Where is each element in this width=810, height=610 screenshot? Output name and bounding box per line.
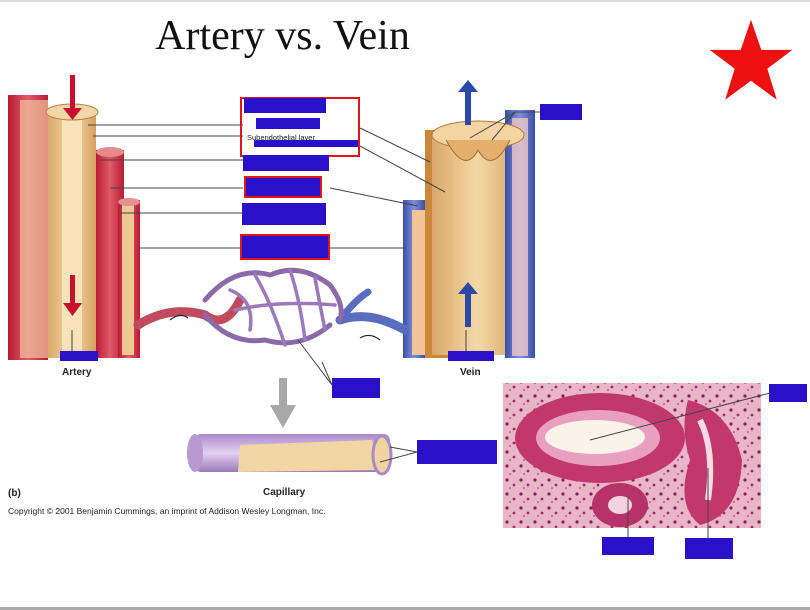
label-box-vein-lumen[interactable] — [448, 351, 494, 361]
vein-label: Vein — [460, 367, 481, 378]
slide-title: Artery vs. Vein — [155, 13, 410, 59]
histology-micrograph — [503, 383, 761, 528]
label-box-6[interactable] — [242, 203, 326, 225]
label-box-valve[interactable] — [540, 104, 582, 120]
label-box-capillary-wall[interactable] — [417, 440, 497, 464]
copyright-text: Copyright © 2001 Benjamin Cummings, an i… — [8, 506, 326, 516]
label-box-micro-3[interactable] — [685, 538, 733, 559]
label-box-artery-lumen[interactable] — [60, 351, 98, 361]
capillary-label: Capillary — [263, 487, 306, 498]
panel-label: (b) — [8, 488, 21, 499]
star-icon — [709, 19, 793, 100]
red-frame-bottom — [240, 234, 330, 260]
label-box-1[interactable] — [244, 98, 326, 113]
leader-lines — [71, 111, 771, 538]
label-box-5[interactable] — [246, 178, 320, 196]
capillary-drawing — [187, 434, 393, 476]
top-border — [0, 0, 810, 2]
label-box-micro-1[interactable] — [769, 384, 807, 402]
bottom-border — [0, 607, 810, 610]
vein-drawing — [403, 80, 535, 358]
capillary-bed — [133, 267, 410, 347]
label-box-7[interactable] — [242, 236, 328, 258]
partial-label-text: Subendothelial layer — [247, 133, 315, 142]
label-box-4[interactable] — [243, 155, 329, 171]
label-box-micro-2[interactable] — [602, 537, 654, 555]
label-box-2[interactable] — [256, 118, 320, 129]
red-frame-middle — [244, 176, 322, 198]
label-box-3[interactable] — [254, 140, 358, 147]
artery-label: Artery — [62, 367, 92, 378]
artery-drawing — [8, 75, 140, 360]
label-box-capillaries[interactable] — [332, 378, 380, 398]
